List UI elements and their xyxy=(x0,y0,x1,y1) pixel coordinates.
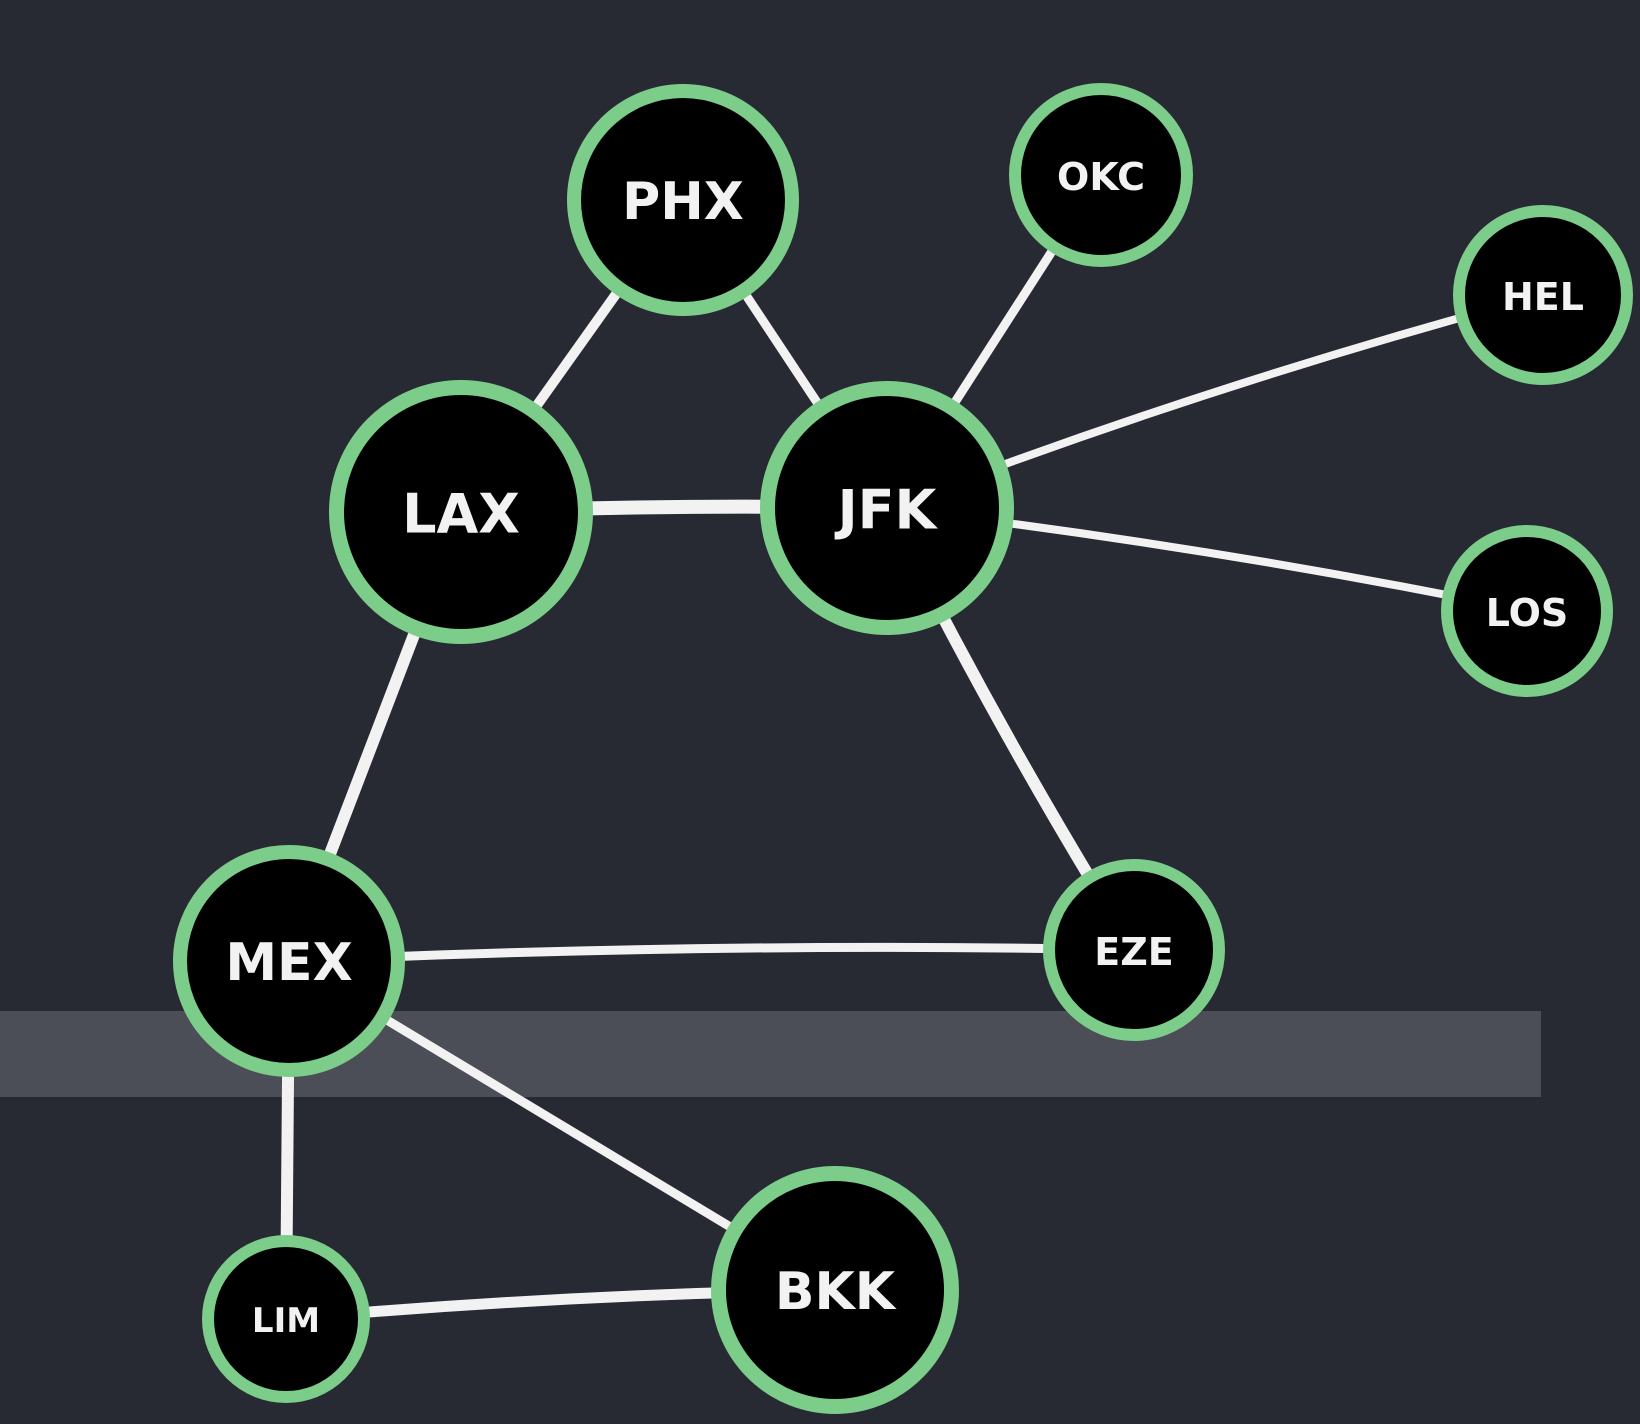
node-circle-hel xyxy=(1453,205,1633,385)
node-okc[interactable]: OKC xyxy=(1009,83,1193,267)
node-label-phx: PHX xyxy=(622,172,744,232)
node-circle-los xyxy=(1441,525,1613,697)
nodes-layer: PHX OKC HEL LAX JFK LOS MEX EZE LIM BKK xyxy=(173,83,1633,1414)
node-label-mex: MEX xyxy=(225,933,352,993)
node-label-los: LOS xyxy=(1486,591,1569,635)
node-circle-jfk xyxy=(760,381,1014,635)
node-label-eze: EZE xyxy=(1094,930,1173,974)
node-circle-eze xyxy=(1043,859,1225,1041)
node-lax[interactable]: LAX xyxy=(329,380,593,644)
node-bkk[interactable]: BKK xyxy=(711,1166,959,1414)
node-mex[interactable]: MEX xyxy=(173,845,405,1077)
node-circle-okc xyxy=(1009,83,1193,267)
node-lim[interactable]: LIM xyxy=(202,1235,370,1403)
node-los[interactable]: LOS xyxy=(1441,525,1613,697)
node-label-hel: HEL xyxy=(1502,275,1584,319)
node-jfk[interactable]: JFK xyxy=(760,381,1014,635)
node-label-jfk: JFK xyxy=(834,479,939,542)
node-hel[interactable]: HEL xyxy=(1453,205,1633,385)
node-circle-phx xyxy=(567,84,799,316)
node-circle-lim xyxy=(202,1235,370,1403)
node-label-lim: LIM xyxy=(252,1301,320,1341)
node-phx[interactable]: PHX xyxy=(567,84,799,316)
node-circle-mex xyxy=(173,845,405,1077)
node-circle-lax xyxy=(329,380,593,644)
node-eze[interactable]: EZE xyxy=(1043,859,1225,1041)
edges-layer xyxy=(280,170,1547,1325)
edge-mex-eze xyxy=(284,942,1139,966)
node-label-okc: OKC xyxy=(1057,155,1145,199)
node-circle-bkk xyxy=(711,1166,959,1414)
node-label-lax: LAX xyxy=(402,483,520,546)
node-label-bkk: BKK xyxy=(775,1262,897,1322)
